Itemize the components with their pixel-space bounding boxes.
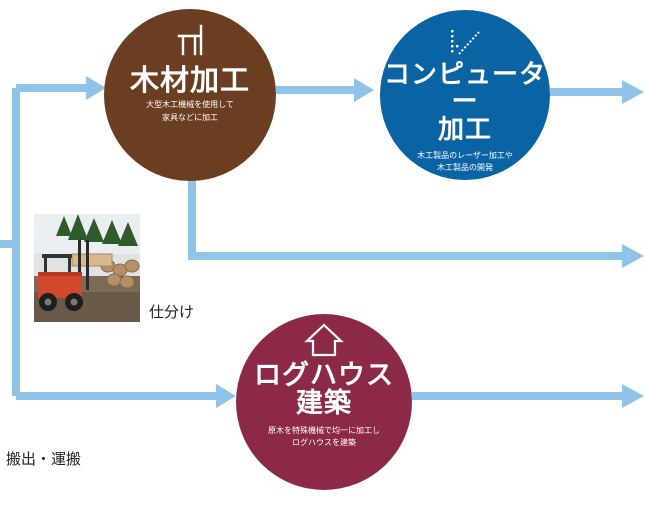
forklift-photo [34, 214, 140, 322]
house-icon [304, 322, 344, 362]
loghouse-title: ログハウス 建築 [254, 360, 394, 420]
sorting-label: 仕分け [149, 303, 195, 321]
chair-icon [173, 23, 207, 61]
arrowhead-to-wood [86, 76, 106, 100]
arrowhead-to-computer [354, 78, 374, 102]
transport-label: 搬出・運搬 [6, 450, 82, 468]
arrowhead-wood-out [622, 244, 644, 268]
wood-desc: 大型木工機械を使用して 家具などに加工 [146, 100, 234, 122]
laser-icon [445, 24, 485, 62]
computer-desc: 木工製品のレーザー加工や 木工製品の開発 [417, 150, 513, 173]
arrowhead-log-out [622, 384, 644, 408]
wood-title: 木材加工 [129, 63, 250, 97]
computer-title: コンピューター 加工 [383, 60, 546, 145]
arrowhead-to-log [216, 384, 236, 408]
wood-down-line [188, 178, 624, 260]
trunk-line [0, 88, 20, 396]
loghouse-desc: 原木を特殊機械で均一に加工し ログハウスを建築 [268, 425, 380, 448]
wood-processing-node: 木材加工 大型木工機械を使用して 家具などに加工 [104, 9, 276, 181]
loghouse-node: ログハウス 建築 原木を特殊機械で均一に加工し ログハウスを建築 [236, 314, 412, 490]
computer-processing-node: コンピューター 加工 木工製品のレーザー加工や 木工製品の開発 [380, 10, 550, 180]
arrowhead-computer-out [622, 80, 644, 104]
